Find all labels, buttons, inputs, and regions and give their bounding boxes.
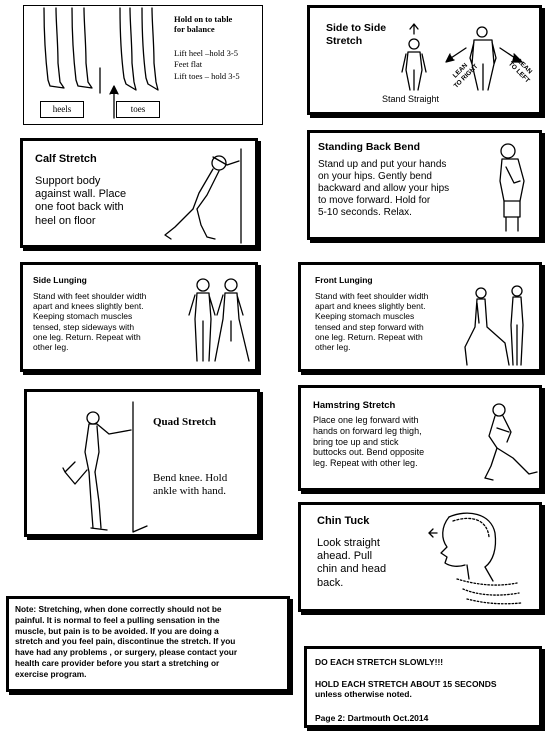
hamstring-illustration <box>484 403 538 481</box>
chin-tuck-title: Chin Tuck <box>317 515 370 527</box>
quad-stretch-text: Bend knee. Hold ankle with hand. <box>153 472 228 498</box>
front-lunging-title: Front Lunging <box>315 275 373 285</box>
front-lunge-illustration <box>464 285 524 366</box>
side-lunging-card: Side Lunging Stand with feet shoulder wi… <box>20 262 258 372</box>
side-stretch-illustration <box>401 23 523 91</box>
side-to-side-title: Side to Side Stretch <box>326 22 387 47</box>
note-text: Note: Stretching, when done correctly sh… <box>15 604 238 679</box>
stand-straight-caption: Stand Straight <box>382 94 440 104</box>
quad-stretch-card: Quad Stretch Bend knee. Hold ankle with … <box>24 389 260 537</box>
note-box: Note: Stretching, when done correctly sh… <box>6 596 290 692</box>
back-bend-illustration <box>499 143 525 232</box>
side-lunge-illustration <box>188 278 250 362</box>
hamstring-text: Place one leg forward with hands on forw… <box>313 415 425 469</box>
heels-label: heels <box>40 101 84 118</box>
hold-instruction: HOLD EACH STRETCH ABOUT 15 SECONDS unles… <box>315 679 497 700</box>
calf-stretch-title: Calf Stretch <box>35 153 97 165</box>
hamstring-title: Hamstring Stretch <box>313 400 396 411</box>
heel-raise-illustration <box>43 7 159 119</box>
front-lunging-card: Front Lunging Stand with feet shoulder w… <box>298 262 542 372</box>
heels-toes-title: Hold on to table for balance <box>174 14 233 35</box>
chin-tuck-text: Look straight ahead. Pull chin and head … <box>317 537 387 589</box>
chin-tuck-card: Chin Tuck Look straight ahead. Pull chin… <box>298 502 542 612</box>
heels-toes-steps: Lift heel –hold 3-5 Feet flat Lift toes … <box>174 48 240 81</box>
heels-toes-card: heels toes Hold on to table for balance … <box>23 5 263 125</box>
quad-stretch-illustration <box>62 401 148 533</box>
quad-stretch-title: Quad Stretch <box>153 416 217 428</box>
hamstring-card: Hamstring Stretch Place one leg forward … <box>298 385 542 491</box>
side-lunging-text: Stand with feet shoulder width apart and… <box>33 291 147 352</box>
back-bend-card: Standing Back Bend Stand up and put your… <box>307 130 542 240</box>
slowly-instruction: DO EACH STRETCH SLOWLY!!! <box>315 657 444 667</box>
calf-stretch-text: Support body against wall. Place one foo… <box>35 175 127 227</box>
back-bend-text: Stand up and put your hands on your hips… <box>318 159 450 218</box>
side-to-side-card: Side to Side Stretch LEAN TO RIGHT LEAN … <box>307 5 542 115</box>
calf-stretch-illustration <box>164 148 242 244</box>
page-label: Page 2: Dartmouth Oct.2014 <box>315 713 429 723</box>
toes-label: toes <box>116 101 160 118</box>
chin-tuck-illustration <box>428 512 522 605</box>
side-lunging-title: Side Lunging <box>33 275 87 285</box>
footer-box: DO EACH STRETCH SLOWLY!!! HOLD EACH STRE… <box>304 646 542 728</box>
front-lunging-text: Stand with feet shoulder width apart and… <box>315 291 429 352</box>
back-bend-title: Standing Back Bend <box>318 141 421 153</box>
calf-stretch-card: Calf Stretch Support body against wall. … <box>20 138 258 248</box>
